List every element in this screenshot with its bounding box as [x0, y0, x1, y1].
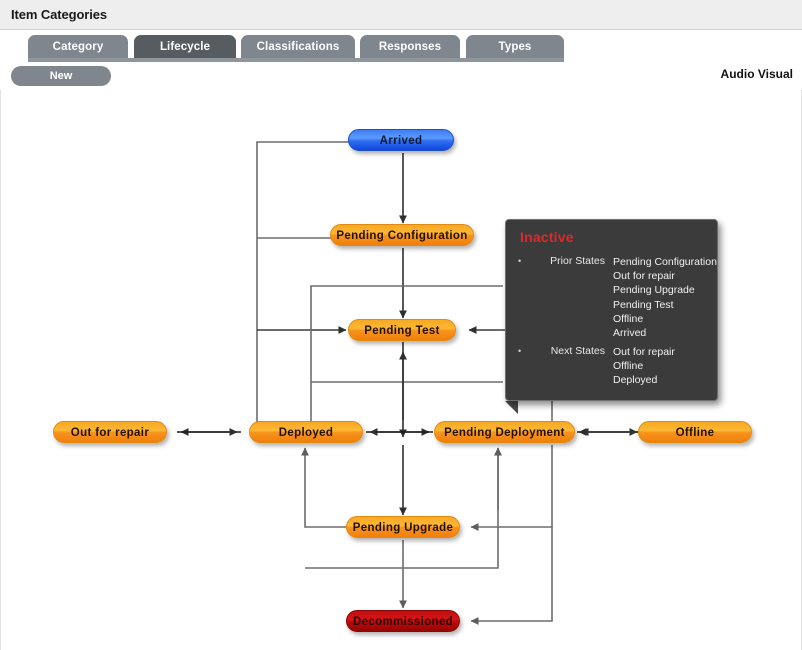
- node-decommissioned[interactable]: Decommissioned: [346, 610, 460, 632]
- state-tooltip: Inactive • Prior States Pending Configur…: [505, 219, 718, 401]
- page-title: Item Categories: [11, 7, 108, 22]
- node-pending-deployment[interactable]: Pending Deployment: [434, 421, 575, 443]
- category-context-label: Audio Visual: [720, 67, 793, 81]
- node-offline[interactable]: Offline: [638, 421, 752, 443]
- bullet-icon: •: [518, 256, 522, 266]
- node-arrived[interactable]: Arrived: [348, 129, 454, 151]
- list-item: Pending Configuration: [613, 256, 717, 268]
- list-item: Offline: [613, 360, 644, 373]
- tab-classifications[interactable]: Classifications: [241, 35, 355, 60]
- list-item: Out for repair: [613, 346, 675, 358]
- tab-underline-gap-left: [0, 58, 28, 62]
- node-out-for-repair[interactable]: Out for repair: [53, 421, 167, 443]
- node-pending-test[interactable]: Pending Test: [348, 319, 456, 341]
- tab-underline-gap-right: [564, 58, 802, 62]
- lifecycle-connectors: [177, 141, 641, 625]
- list-item: Pending Test: [613, 298, 674, 311]
- tooltip-prior-states-values: Pending Configuration Out for repair Pen…: [613, 255, 717, 340]
- node-pending-configuration[interactable]: Pending Configuration: [330, 224, 474, 246]
- tooltip-title: Inactive: [520, 229, 574, 245]
- window-titlebar: Item Categories: [0, 0, 802, 30]
- tab-category[interactable]: Category: [28, 35, 128, 60]
- tooltip-prior-states-label: Prior States: [550, 255, 605, 267]
- bullet-icon: •: [518, 346, 522, 356]
- tab-underline: [0, 58, 802, 62]
- action-toolbar: New Audio Visual: [0, 62, 802, 90]
- tooltip-tail: [505, 401, 518, 414]
- list-item: Out for repair: [613, 270, 675, 283]
- lifecycle-diagram-canvas: Arrived Pending Configuration Pending Te…: [0, 90, 802, 650]
- new-button[interactable]: New: [11, 66, 111, 86]
- list-item: Pending Upgrade: [613, 284, 695, 297]
- tab-types[interactable]: Types: [466, 35, 564, 60]
- list-item: Offline: [613, 312, 644, 325]
- list-item: Deployed: [613, 374, 658, 387]
- tooltip-next-states-label: Next States: [550, 345, 605, 357]
- node-pending-upgrade[interactable]: Pending Upgrade: [346, 516, 460, 538]
- tab-lifecycle[interactable]: Lifecycle: [134, 35, 236, 60]
- node-deployed[interactable]: Deployed: [249, 421, 363, 443]
- tab-bar: Category Lifecycle Classifications Respo…: [0, 30, 802, 60]
- list-item: Arrived: [613, 327, 647, 340]
- tooltip-next-states-values: Out for repair Offline Deployed: [613, 345, 675, 388]
- tab-responses[interactable]: Responses: [360, 35, 460, 60]
